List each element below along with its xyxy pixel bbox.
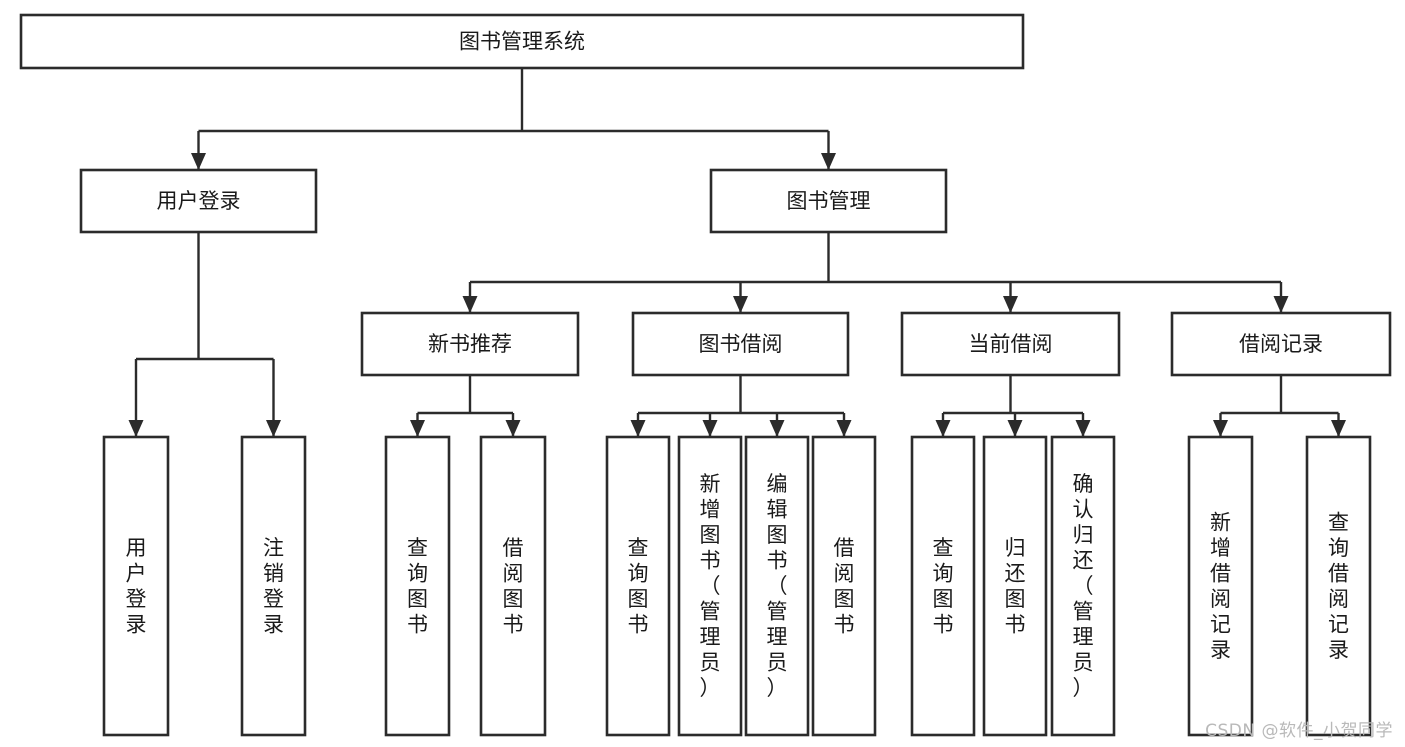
arrow-head-icon [1273, 296, 1289, 313]
node-leaf-borrow-book-1[interactable]: 借阅图书 [479, 435, 547, 737]
node-label: 借阅图书 [834, 536, 855, 637]
node-box [479, 435, 547, 737]
node-label: 查询借阅记录 [1328, 510, 1349, 662]
node-leaf-confirm-return[interactable]: 确认归还（管理员） [1050, 435, 1116, 737]
edge-group-book-management [462, 232, 1289, 313]
node-box [677, 435, 743, 737]
node-leaf-add-record[interactable]: 新增借阅记录 [1187, 435, 1254, 737]
node-box [1170, 311, 1392, 377]
edge-group-new-book-recommend [410, 375, 521, 437]
node-label: 查询图书 [933, 536, 954, 637]
node-label: 新增借阅记录 [1210, 510, 1231, 662]
node-box [240, 435, 307, 737]
node-book-management[interactable]: 图书管理 [709, 168, 948, 234]
node-box [631, 311, 850, 377]
node-box [982, 435, 1048, 737]
node-box [709, 168, 948, 234]
arrow-head-icon [505, 420, 521, 437]
node-label: 确认归还（管理员） [1073, 472, 1094, 700]
node-user-login[interactable]: 用户登录 [79, 168, 318, 234]
node-box [910, 435, 976, 737]
node-leaf-logout[interactable]: 注销登录 [240, 435, 307, 737]
node-leaf-borrow-book-2[interactable]: 借阅图书 [811, 435, 877, 737]
node-label: 图书借阅 [699, 332, 783, 356]
nodes-layer: 图书管理系统用户登录图书管理新书推荐图书借阅当前借阅借阅记录用户登录注销登录查询… [19, 13, 1392, 737]
node-box [1305, 435, 1372, 737]
node-new-book-recommend[interactable]: 新书推荐 [360, 311, 580, 377]
arrow-head-icon [410, 420, 425, 437]
node-borrow-record[interactable]: 借阅记录 [1170, 311, 1392, 377]
arrow-head-icon [836, 420, 852, 437]
node-leaf-query-book-1[interactable]: 查询图书 [384, 435, 451, 737]
watermark-label: CSDN @软件_小贺同学 [1205, 721, 1393, 741]
node-box [1050, 435, 1116, 737]
arrow-head-icon [702, 420, 718, 437]
arrow-head-icon [128, 420, 144, 437]
node-root[interactable]: 图书管理系统 [19, 13, 1025, 70]
arrow-head-icon [1007, 420, 1023, 437]
arrow-head-icon [191, 153, 206, 170]
node-leaf-user-login[interactable]: 用户登录 [102, 435, 170, 737]
node-label: 编辑图书（管理员） [767, 472, 788, 700]
edge-group-user-login [128, 232, 281, 437]
node-leaf-query-book-2[interactable]: 查询图书 [605, 435, 671, 737]
arrow-head-icon [733, 296, 748, 313]
node-label: 查询图书 [628, 536, 649, 637]
node-box [605, 435, 671, 737]
node-leaf-edit-book[interactable]: 编辑图书（管理员） [744, 435, 810, 737]
node-label: 新增图书（管理员） [700, 472, 721, 700]
arrow-head-icon [769, 420, 785, 437]
node-label: 当前借阅 [969, 332, 1053, 356]
node-label: 归还图书 [1005, 536, 1026, 637]
arrow-head-icon [1003, 296, 1018, 313]
node-current-borrow[interactable]: 当前借阅 [900, 311, 1121, 377]
arrow-head-icon [1075, 420, 1091, 437]
node-book-borrow[interactable]: 图书借阅 [631, 311, 850, 377]
node-box [900, 311, 1121, 377]
node-label: 查询图书 [407, 536, 428, 637]
node-box [1187, 435, 1254, 737]
arrow-head-icon [1331, 420, 1346, 437]
node-box [360, 311, 580, 377]
edge-group-root [191, 68, 836, 170]
node-leaf-return-book[interactable]: 归还图书 [982, 435, 1048, 737]
arrow-head-icon [1213, 420, 1228, 437]
node-leaf-add-book[interactable]: 新增图书（管理员） [677, 435, 743, 737]
node-label: 借阅记录 [1239, 332, 1323, 356]
arrow-head-icon [935, 420, 951, 437]
node-box [79, 168, 318, 234]
node-label: 用户登录 [126, 536, 147, 637]
node-label: 借阅图书 [503, 536, 524, 637]
node-leaf-query-record[interactable]: 查询借阅记录 [1305, 435, 1372, 737]
edge-group-borrow-record [1213, 375, 1346, 437]
node-box [744, 435, 810, 737]
node-label: 新书推荐 [428, 332, 512, 356]
node-leaf-query-book-3[interactable]: 查询图书 [910, 435, 976, 737]
node-label: 图书管理系统 [459, 30, 585, 54]
connectors-layer [128, 68, 1346, 437]
arrow-head-icon [266, 420, 281, 437]
node-box [102, 435, 170, 737]
node-box [384, 435, 451, 737]
arrow-head-icon [462, 296, 478, 313]
edge-group-current-borrow [935, 375, 1091, 437]
node-label: 图书管理 [787, 189, 871, 213]
node-box [811, 435, 877, 737]
node-label: 用户登录 [157, 189, 241, 213]
node-label: 注销登录 [263, 536, 284, 637]
edge-group-book-borrow [630, 375, 852, 437]
arrow-head-icon [630, 420, 646, 437]
arrow-head-icon [821, 153, 836, 170]
node-box [19, 13, 1025, 70]
